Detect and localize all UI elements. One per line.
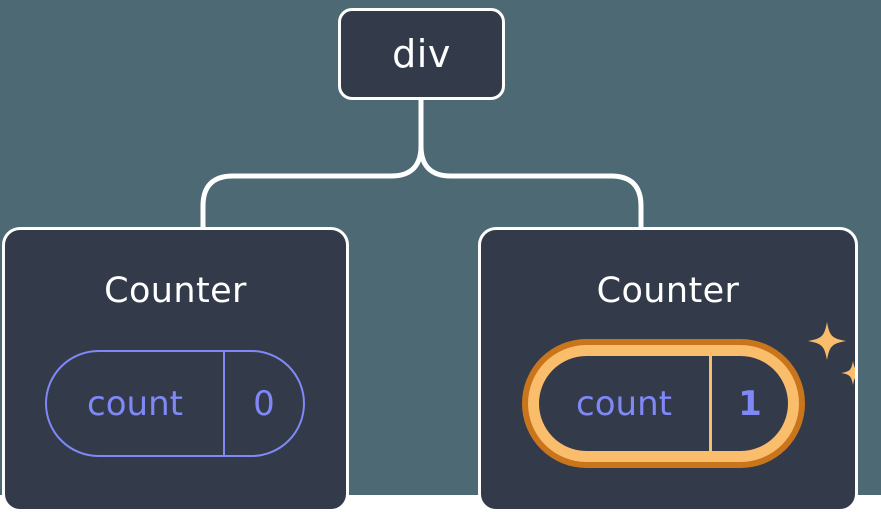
state-key-label: count [539, 356, 712, 451]
state-pill-count-right[interactable]: count 1 [539, 356, 788, 451]
node-counter-left[interactable]: Counter count 0 [2, 227, 349, 512]
node-counter-right[interactable]: Counter count 1 [478, 227, 858, 512]
state-pill-count-left[interactable]: count 0 [45, 350, 305, 457]
edge-root-to-right-counter [418, 97, 644, 233]
state-value-label: 0 [253, 383, 275, 424]
edge-root-to-left-counter [200, 97, 424, 233]
state-pill-count-right-highlight[interactable]: count 1 [522, 339, 805, 468]
counter-right-title: Counter [596, 271, 740, 311]
counter-left-title: Counter [104, 271, 247, 311]
state-key-label: count [47, 352, 225, 455]
state-value-label: 1 [738, 383, 762, 424]
node-root-label: div [392, 32, 451, 76]
sparkle-star-icon [808, 322, 855, 385]
node-root-div[interactable]: div [338, 8, 505, 100]
state-pill-highlight-ring: count 1 [528, 345, 799, 462]
